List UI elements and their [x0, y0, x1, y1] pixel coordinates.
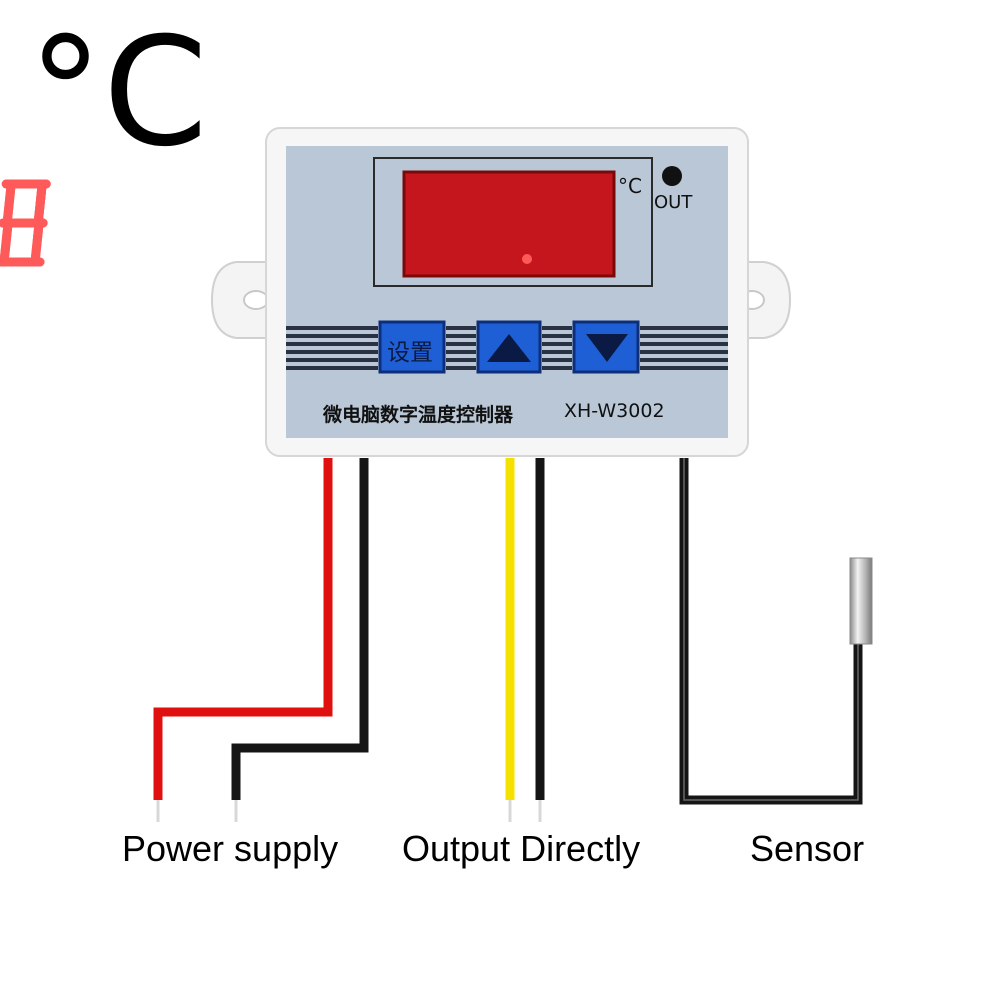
digit-2-segment-b	[34, 184, 47, 223]
celsius-unit-label: °C	[28, 6, 208, 180]
seven-segment-readout	[0, 179, 532, 267]
down-button[interactable]	[572, 320, 640, 374]
sensor-probe	[849, 557, 873, 645]
model-number: XH-W3002	[564, 400, 665, 422]
display-bezel	[373, 157, 653, 287]
led-display	[402, 170, 616, 278]
sensor-label: Sensor	[750, 828, 865, 869]
product-name: 微电脑数字温度控制器	[323, 404, 514, 426]
panel-stripes	[286, 326, 728, 370]
display-unit: °C	[618, 174, 642, 198]
triangle-down-icon	[586, 334, 628, 362]
sensor-cable	[679, 458, 863, 805]
digit-2-segment-e	[0, 223, 13, 262]
up-button[interactable]	[476, 320, 542, 374]
mounting-ear-left	[210, 261, 271, 339]
output-directly-label: Output Directly	[402, 828, 641, 869]
wires	[153, 458, 863, 822]
set-button[interactable]	[378, 320, 446, 374]
digit-1-segment-f	[3, 184, 16, 223]
power-wire-black	[231, 458, 369, 800]
triangle-up-icon	[487, 334, 531, 362]
power-wire-red	[153, 458, 333, 800]
decimal-point	[522, 254, 532, 264]
power-supply-label: Power supply	[122, 828, 339, 869]
digit-1-segment-c	[31, 223, 44, 262]
set-button-label: 设置	[387, 340, 433, 366]
out-indicator-led	[662, 166, 682, 186]
out-label: OUT	[654, 192, 693, 213]
